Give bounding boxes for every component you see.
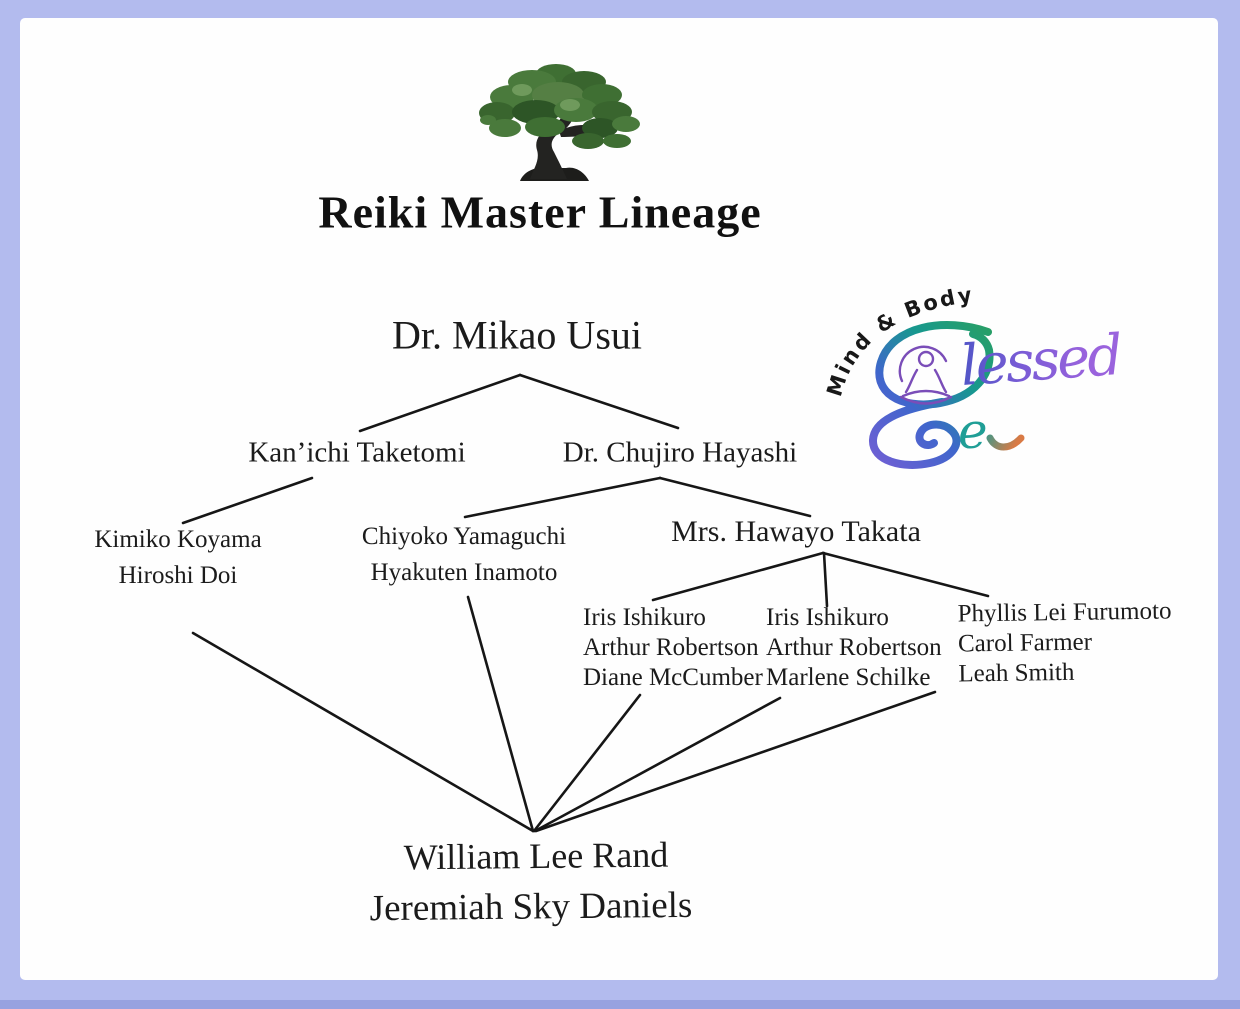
edge-hayashi-takata: [658, 476, 812, 518]
page-title: Reiki Master Lineage: [318, 186, 762, 238]
group2-name: Iris Ishikuro: [766, 604, 889, 631]
edge-yamaguchi-rand: [466, 595, 535, 833]
node-koyama-group: Kimiko Koyama Hiroshi Doi: [94, 522, 261, 594]
edge-group2-rand: [533, 696, 782, 833]
node-inamoto-line: Hyakuten Inamoto: [370, 559, 558, 586]
node-takata: Mrs. Hawayo Takata: [671, 515, 921, 548]
edge-takata-group1: [651, 551, 825, 602]
logo-script-lessed: lessed: [958, 323, 1123, 399]
edge-taketomi-koyama: [181, 476, 314, 525]
node-daniels: Jeremiah Sky Daniels: [369, 884, 693, 930]
meditating-figure-icon: [898, 345, 953, 405]
node-takata-line2-group: Iris Ishikuro Arthur Robertson Marlene S…: [766, 603, 942, 693]
group3-name: Carol Farmer: [957, 628, 1093, 658]
edge-usui-taketomi: [358, 373, 522, 433]
logo-e-tail-swoosh: [986, 434, 1025, 451]
edge-group1-rand: [532, 693, 642, 833]
node-yamaguchi-line: Chiyoko Yamaguchi: [361, 523, 567, 550]
group2-name: Marlene Schilke: [766, 664, 931, 691]
group3-name: Phyllis Lei Furumoto: [957, 597, 1172, 628]
node-takata-line1-group: Iris Ishikuro Arthur Robertson Diane McC…: [583, 603, 763, 693]
node-doi-line: Hiroshi Doi: [118, 562, 238, 589]
node-takata-line3-group: Phyllis Lei Furumoto Carol Farmer Leah S…: [957, 597, 1172, 690]
edge-takata-group2: [822, 551, 829, 608]
node-yamaguchi-group: Chiyoko Yamaguchi Hyakuten Inamoto: [362, 519, 566, 591]
group1-name: Arthur Robertson: [583, 634, 759, 661]
logo-script-e: e: [958, 402, 988, 460]
edge-takata-group3: [821, 551, 990, 598]
bonsai-tree-icon: [479, 64, 640, 181]
node-koyama-line: Kimiko Koyama: [94, 526, 262, 553]
edge-group3-rand: [534, 690, 937, 833]
node-taketomi: Kan’ichi Taketomi: [248, 436, 466, 469]
node-rand: William Lee Rand: [403, 834, 669, 878]
edge-hayashi-yamaguchi: [463, 476, 662, 519]
lineage-page: [20, 18, 1218, 980]
edge-koyama-rand: [191, 631, 535, 833]
node-usui: Dr. Mikao Usui: [392, 312, 642, 358]
group3-name: Leah Smith: [958, 658, 1075, 688]
group2-name: Arthur Robertson: [766, 634, 942, 661]
group1-name: Iris Ishikuro: [583, 604, 706, 631]
blessed-be-logo: Mind & Body lessed e: [822, 282, 1123, 469]
node-hayashi: Dr. Chujiro Hayashi: [562, 436, 798, 469]
frame-bottom-strip: [0, 1000, 1240, 1009]
group1-name: Diane McCumber: [583, 664, 763, 691]
connector-lines: [181, 373, 990, 833]
edge-usui-hayashi: [518, 373, 680, 430]
